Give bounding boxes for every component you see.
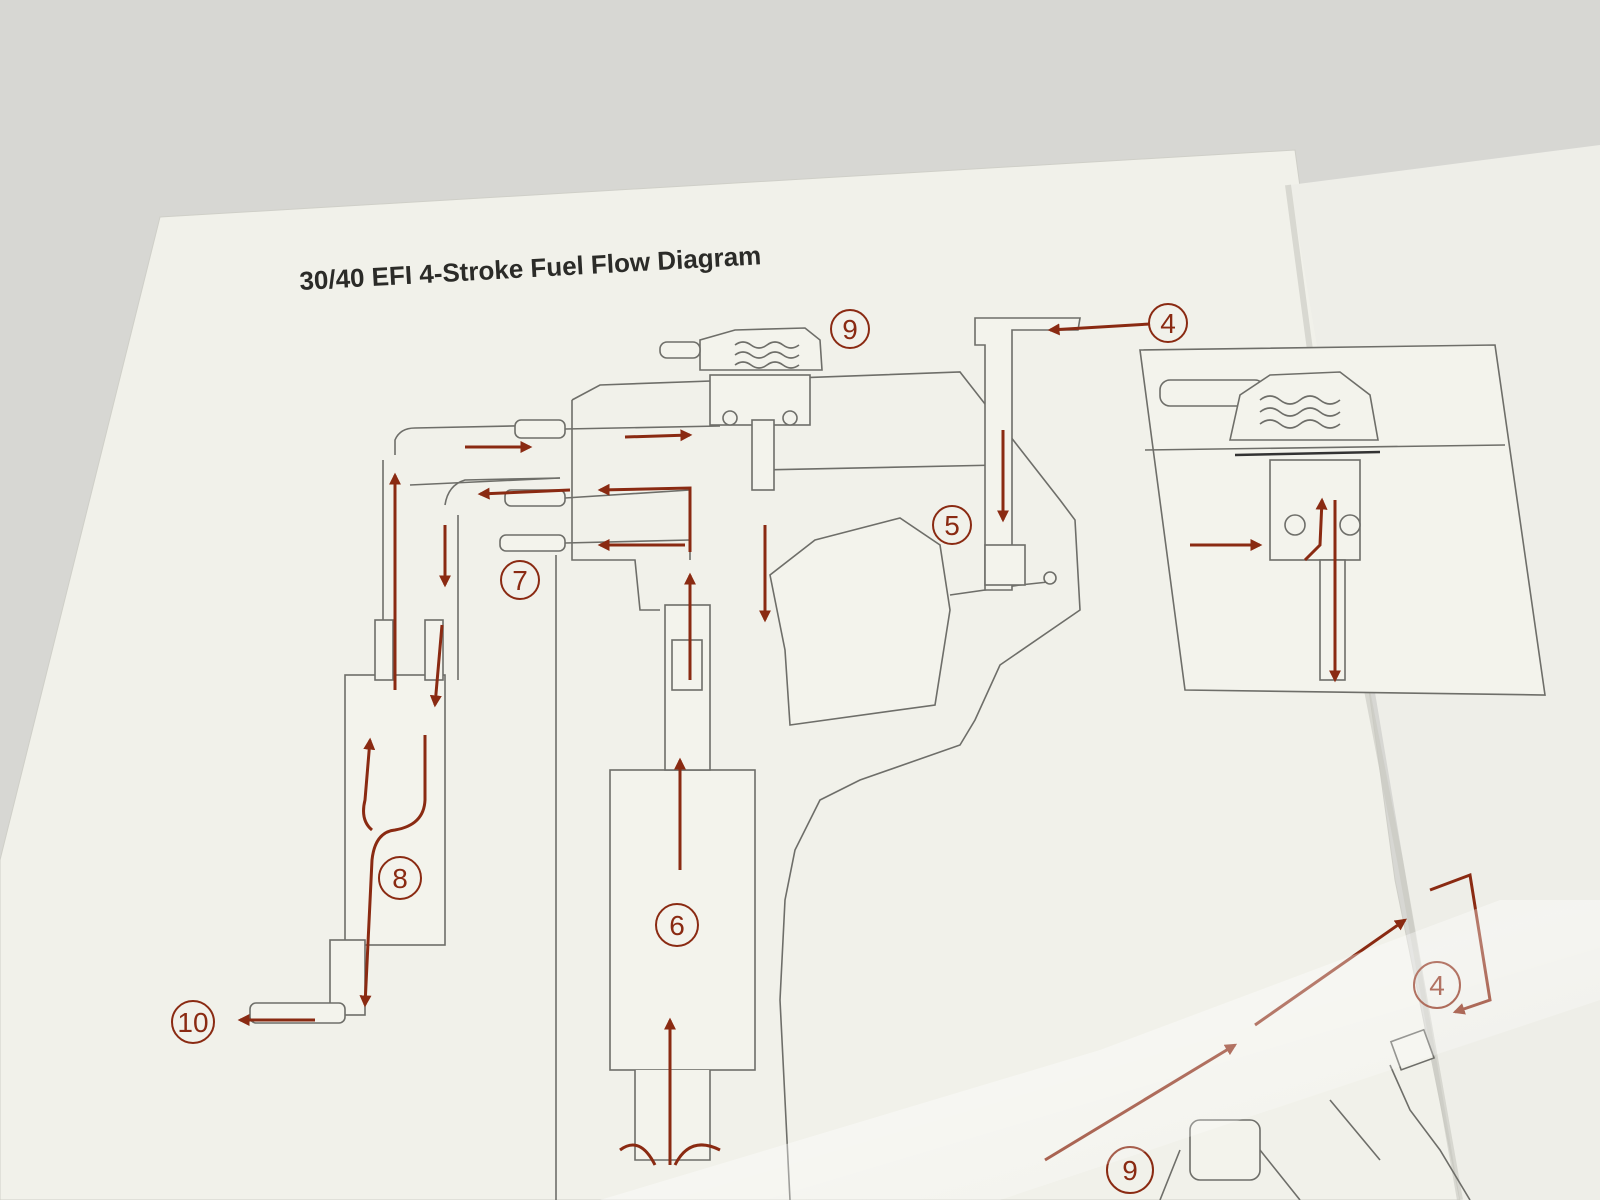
- engine-block-outline: [555, 371, 1081, 1200]
- callout-9-label: 9: [842, 314, 858, 345]
- vapor-separator: [249, 619, 446, 1024]
- callout-6: 6: [655, 903, 699, 947]
- callout-4-label: 4: [1160, 308, 1176, 339]
- callout-8: 8: [378, 856, 422, 900]
- callout-5-label: 5: [944, 510, 960, 541]
- callout-9b-label: 9: [1122, 1155, 1138, 1186]
- callout-7-label: 7: [512, 565, 528, 596]
- intake-plenum: [769, 517, 951, 726]
- callout-8-label: 8: [392, 863, 408, 894]
- fuel-pump: [609, 604, 756, 1161]
- callout-9: 9: [830, 309, 870, 349]
- pressure-regulator: [659, 327, 823, 491]
- callout-6-label: 6: [669, 910, 685, 941]
- callout-7: 7: [500, 560, 540, 600]
- glare-reflection: [600, 900, 1600, 1200]
- callout-4: 4: [1148, 303, 1188, 343]
- callout-10-label: 10: [177, 1007, 208, 1038]
- callout-10: 10: [171, 1000, 215, 1044]
- callout-5: 5: [932, 505, 972, 545]
- regulator-detail-inset: [1139, 344, 1546, 696]
